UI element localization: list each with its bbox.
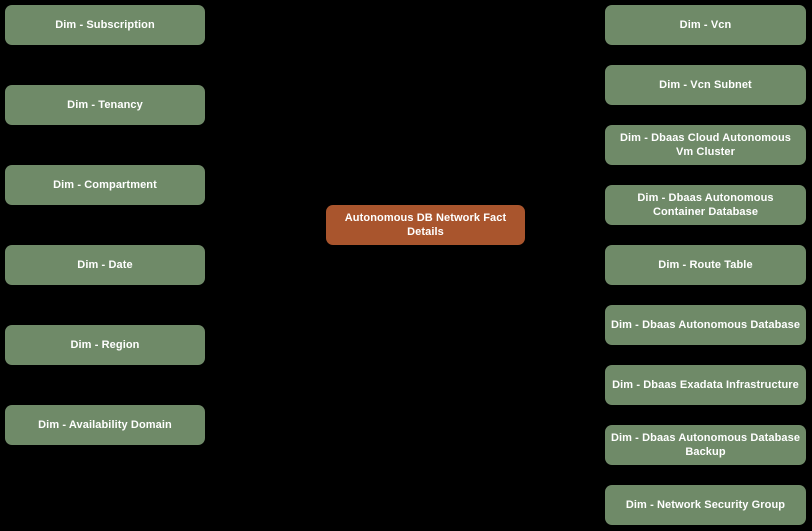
dimension-node[interactable]: Dim - Network Security Group — [605, 485, 806, 525]
dimension-node-label: Dim - Subscription — [55, 19, 155, 31]
dimension-node[interactable]: Dim - Dbaas Autonomous Container Databas… — [605, 185, 806, 225]
dimension-node[interactable]: Dim - Subscription — [5, 5, 205, 45]
dimension-node-label: Dim - Compartment — [53, 179, 157, 191]
dimension-node[interactable]: Dim - Vcn Subnet — [605, 65, 806, 105]
dimension-node[interactable]: Dim - Dbaas Autonomous Database Backup — [605, 425, 806, 465]
dimension-node-label: Dim - Dbaas Autonomous Database — [610, 319, 801, 331]
dimension-node[interactable]: Dim - Dbaas Exadata Infrastructure — [605, 365, 806, 405]
dimension-node-label: Dim - Vcn — [679, 19, 732, 31]
dimension-node-label: Dim - Vcn Subnet — [659, 79, 752, 91]
dimension-node[interactable]: Dim - Compartment — [5, 165, 205, 205]
dimension-node-label: Dim - Tenancy — [67, 99, 143, 111]
dimension-node[interactable]: Dim - Date — [5, 245, 205, 285]
dimension-node-label: Dim - Network Security Group — [625, 499, 786, 511]
dimension-node[interactable]: Dim - Route Table — [605, 245, 806, 285]
fact-node-label: Autonomous DB Network Fact Details — [344, 212, 507, 238]
dimension-node-label: Dim - Dbaas Cloud Autonomous Vm Cluster — [619, 132, 792, 158]
dimension-node-label: Dim - Route Table — [658, 259, 753, 271]
fact-node[interactable]: Autonomous DB Network Fact Details — [326, 205, 525, 245]
dimension-node[interactable]: Dim - Availability Domain — [5, 405, 205, 445]
dimension-node[interactable]: Dim - Vcn — [605, 5, 806, 45]
dimension-node-label: Dim - Region — [70, 339, 140, 351]
dimension-node[interactable]: Dim - Dbaas Autonomous Database — [605, 305, 806, 345]
dimension-node[interactable]: Dim - Region — [5, 325, 205, 365]
dimension-node-label: Dim - Dbaas Exadata Infrastructure — [612, 379, 799, 391]
dimension-node[interactable]: Dim - Tenancy — [5, 85, 205, 125]
dimension-node-label: Dim - Dbaas Autonomous Container Databas… — [637, 192, 774, 218]
dimension-node-label: Dim - Date — [77, 259, 133, 271]
dimension-node-label: Dim - Dbaas Autonomous Database Backup — [610, 432, 801, 458]
dimension-node-label: Dim - Availability Domain — [38, 419, 172, 431]
dimension-node[interactable]: Dim - Dbaas Cloud Autonomous Vm Cluster — [605, 125, 806, 165]
